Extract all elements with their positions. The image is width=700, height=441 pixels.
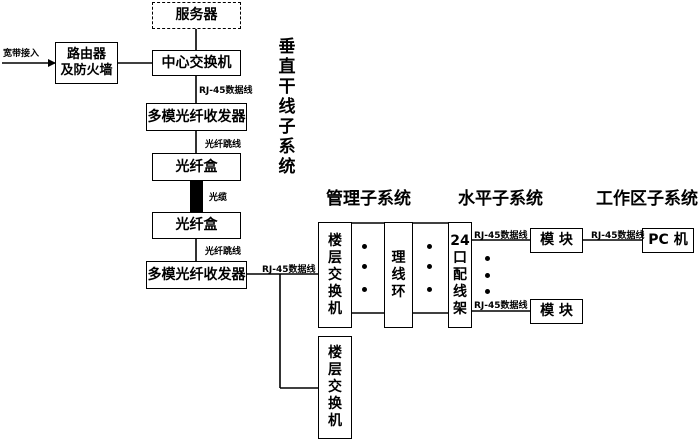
fiber-cable-bar (190, 181, 203, 212)
rj45-panel-top-label: RJ-45数据线 (474, 231, 528, 241)
fiber-box-top: 光纤盒 (152, 153, 241, 181)
core-switch-label: 中心交换机 (161, 54, 232, 71)
pc-label: PC 机 (648, 232, 688, 249)
fiber-box-top-label: 光纤盒 (175, 158, 218, 175)
module-top-box: 模 块 (530, 228, 583, 253)
transceiver-bottom-label: 多模光纤收发器 (147, 266, 246, 283)
ellipsis-dot (485, 256, 490, 261)
transceiver-top-label: 多模光纤收发器 (147, 108, 246, 125)
transceiver-bottom-box: 多模光纤收发器 (146, 261, 247, 289)
rj45-floor-label: RJ-45数据线 (262, 265, 316, 275)
vertical-char: 架 (453, 300, 467, 317)
horizontal-subsystem-title: 水平子系统 (458, 189, 543, 209)
ellipsis-dot (485, 273, 490, 278)
module-bottom-box: 模 块 (530, 299, 583, 324)
vertical-char: 换 (328, 283, 342, 300)
fiber-box-bottom: 光纤盒 (152, 212, 241, 239)
vertical-char: 环 (391, 283, 406, 300)
vertical-char: 线 (453, 283, 467, 300)
vertical-char: 垂 (278, 37, 296, 57)
management-subsystem-title: 管理子系统 (326, 189, 411, 209)
rj45-panel-bottom-label: RJ-45数据线 (474, 301, 528, 311)
work-area-subsystem-title: 工作区子系统 (596, 189, 698, 209)
rj45-pc-label: RJ-45数据线 (591, 231, 645, 241)
fiber-box-bottom-label: 光纤盒 (175, 217, 218, 234)
vertical-char: 线 (278, 97, 296, 117)
ellipsis-dot (427, 264, 432, 269)
core-switch-box: 中心交换机 (152, 50, 241, 76)
router-box: 路由器 及防火墙 (55, 42, 118, 84)
jumper-top-label: 光纤跳线 (205, 140, 242, 150)
module-bottom-label: 模 块 (540, 303, 573, 320)
vertical-char: 口 (453, 249, 467, 266)
vertical-char: 交 (328, 266, 342, 283)
vertical-char: 线 (391, 266, 406, 283)
cable-manager-box: 理线环 (384, 222, 413, 328)
vertical-char: 换 (328, 396, 342, 412)
ellipsis-dot (362, 287, 367, 292)
ellipsis-dot (362, 264, 367, 269)
vertical-char: 干 (278, 77, 296, 97)
vertical-char: 直 (278, 57, 296, 77)
vertical-char: 配 (453, 266, 467, 283)
ellipsis-dot (427, 287, 432, 292)
broadband-label: 宽带接入 (3, 49, 40, 59)
vertical-char: 24 (450, 232, 470, 249)
router-label: 路由器 及防火墙 (60, 47, 113, 78)
vertical-char: 机 (328, 300, 342, 317)
vertical-subsystem-title: 垂直干线子系统 (276, 37, 298, 177)
vertical-char: 交 (328, 379, 342, 395)
server-label: 服务器 (175, 7, 218, 24)
pc-box: PC 机 (642, 228, 694, 253)
ellipsis-dot (485, 289, 490, 294)
transceiver-top-box: 多模光纤收发器 (146, 103, 247, 131)
server-box: 服务器 (152, 2, 241, 29)
vertical-char: 层 (328, 249, 342, 266)
module-top-label: 模 块 (540, 232, 573, 249)
rj45-core-label: RJ-45数据线 (199, 86, 253, 96)
vertical-char: 楼 (328, 232, 342, 249)
jumper-bottom-label: 光纤跳线 (205, 247, 242, 257)
vertical-char: 机 (328, 413, 342, 429)
ellipsis-dot (427, 244, 432, 249)
vertical-char: 理 (391, 249, 406, 266)
floor-switch-1-box: 楼层交换机 (318, 222, 352, 328)
vertical-char: 系 (278, 137, 296, 157)
vertical-char: 统 (278, 157, 296, 177)
vertical-char: 子 (278, 117, 296, 137)
floor-switch-2-box: 楼层交换机 (318, 336, 352, 439)
vertical-char: 楼 (328, 345, 342, 361)
ellipsis-dot (362, 244, 367, 249)
vertical-char: 层 (328, 362, 342, 378)
cable-label: 光缆 (209, 193, 228, 203)
